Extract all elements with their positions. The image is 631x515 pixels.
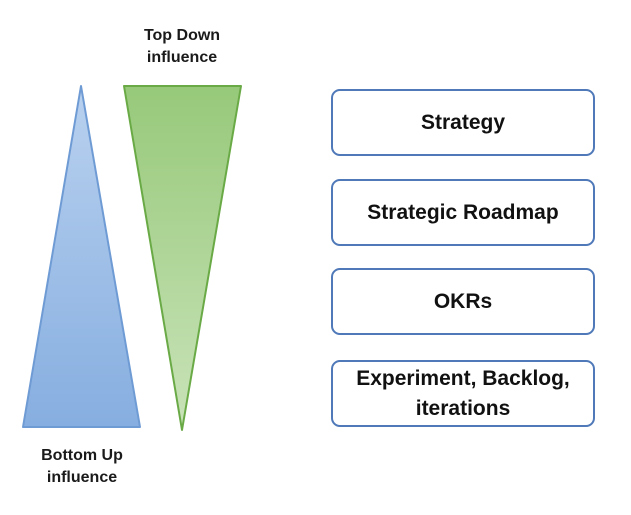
top-down-caption-line2: influence [146,49,218,66]
top-down-caption: Top Down influence [112,25,252,69]
experiment-box-label-line2: iterations [415,396,511,420]
strategy-box: Strategy [331,89,595,156]
top-down-triangle [123,85,242,431]
okrs-box-label: OKRs [433,289,493,313]
strategic-roadmap-box-label: Strategic Roadmap [367,200,559,224]
top-down-caption-line1: Top Down [143,27,221,44]
strategic-roadmap-box: Strategic Roadmap [331,179,595,246]
bottom-up-caption: Bottom Up influence [12,445,152,489]
experiment-backlog-iterations-box: Experiment, Backlog, iterations [331,360,595,427]
bottom-up-caption-line2: influence [46,469,118,486]
experiment-box-label-line1: Experiment, Backlog, [356,366,570,390]
bottom-up-caption-line1: Bottom Up [41,447,123,464]
bottom-up-triangle [22,85,141,428]
strategy-box-label: Strategy [420,110,506,134]
okrs-box: OKRs [331,268,595,335]
